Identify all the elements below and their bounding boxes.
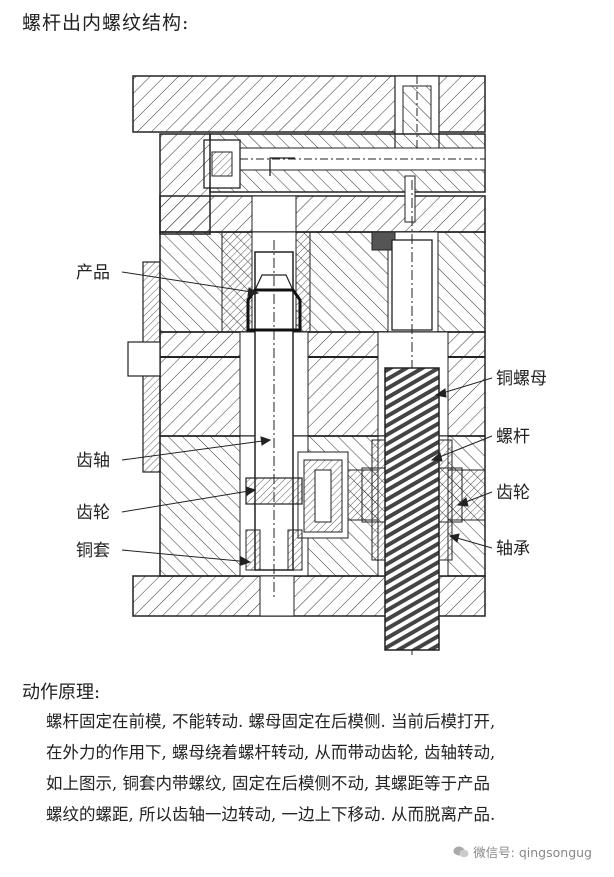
principle-heading: 动作原理: bbox=[22, 682, 101, 703]
label-copper-nut: 铜螺母 bbox=[496, 369, 547, 389]
principle-line: 螺杆固定在前模, 不能转动. 螺母固定在后模侧. 当前后模打开, bbox=[46, 712, 496, 731]
mold-diagram: 产品 齿轴 齿轮 铜套 铜螺母 螺杆 齿轮 轴承 bbox=[76, 75, 547, 655]
label-bearing: 轴承 bbox=[496, 539, 530, 559]
principle-line: 如上图示, 铜套内带螺纹, 固定在后模侧不动, 其螺距等于产品 bbox=[46, 774, 490, 793]
label-screw: 螺杆 bbox=[496, 427, 530, 447]
label-gear-shaft: 齿轴 bbox=[76, 451, 110, 471]
wechat-icon bbox=[453, 846, 469, 857]
label-copper-sleeve: 铜套 bbox=[76, 541, 110, 561]
a-plate bbox=[159, 133, 486, 235]
label-gear-left: 齿轮 bbox=[76, 503, 110, 523]
watermark-text: 微信号: qingsongug bbox=[473, 845, 592, 860]
gear-shaft-part bbox=[245, 240, 303, 600]
label-product: 产品 bbox=[76, 263, 110, 283]
cavity-block bbox=[159, 231, 486, 333]
watermark: 微信号: qingsongug bbox=[453, 842, 592, 861]
top-clamp-plate bbox=[132, 75, 486, 165]
label-gear-right: 齿轮 bbox=[496, 483, 530, 503]
leader-lines bbox=[121, 271, 493, 566]
page-title: 螺杆出内螺纹结构: bbox=[22, 12, 190, 34]
screw-part bbox=[361, 180, 463, 655]
locating-ring bbox=[127, 261, 161, 473]
ejector-plate bbox=[203, 133, 486, 193]
principle-text: 螺杆固定在前模, 不能转动. 螺母固定在后模侧. 当前后模打开, 在外力的作用下… bbox=[46, 706, 606, 830]
principle-line: 螺纹的螺距, 所以齿轴一边转动, 一边上下移动. 从而脱离产品. bbox=[46, 805, 496, 824]
principle-line: 在外力的作用下, 螺母绕着螺杆转动, 从而带动齿轮, 齿轴转动, bbox=[46, 743, 496, 762]
